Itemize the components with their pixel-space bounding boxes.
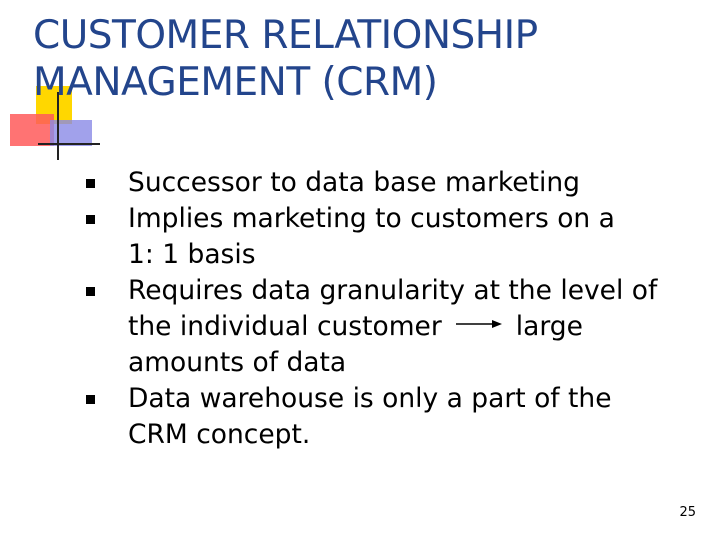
bullet-text: 1: 1 basis	[128, 239, 256, 270]
decoration-horizontal-line	[38, 143, 100, 145]
square-bullet-icon	[86, 215, 95, 224]
bullet-text: amounts of data	[128, 347, 347, 378]
bullet-text: Implies marketing to customers on a	[128, 203, 615, 234]
right-arrow-icon	[455, 319, 502, 328]
bullet-text: Requires data granularity at the level o…	[128, 275, 658, 306]
bullet-item-implies: Implies marketing to customers on a 1: 1…	[0, 201, 720, 273]
overlapping-squares-decoration	[0, 0, 110, 170]
bullet-item-data-warehouse: Data warehouse is only a part of the CRM…	[0, 381, 720, 453]
decoration-vertical-line	[57, 92, 59, 160]
slide-title: CUSTOMER RELATIONSHIP MANAGEMENT (CRM)	[33, 12, 703, 106]
square-bullet-icon	[86, 287, 95, 296]
bullet-text: Data warehouse is only a part of the	[128, 383, 612, 414]
bullet-text: Successor to data base marketing	[128, 167, 580, 198]
bullet-text: CRM concept.	[128, 419, 311, 450]
page-number: 25	[679, 505, 696, 520]
square-bullet-icon	[86, 179, 95, 188]
bullet-text: the individual customer	[128, 311, 442, 342]
bullet-text: large	[515, 311, 583, 342]
square-bullet-icon	[86, 395, 95, 404]
decoration-red-square	[10, 114, 54, 146]
title-line-1: CUSTOMER RELATIONSHIP	[33, 13, 538, 58]
bullet-item-successor: Successor to data base marketing	[0, 165, 720, 201]
title-line-2: MANAGEMENT (CRM)	[33, 60, 438, 105]
bullet-list: Successor to data base marketing Implies…	[0, 165, 720, 453]
bullet-item-requires: Requires data granularity at the level o…	[0, 273, 720, 381]
